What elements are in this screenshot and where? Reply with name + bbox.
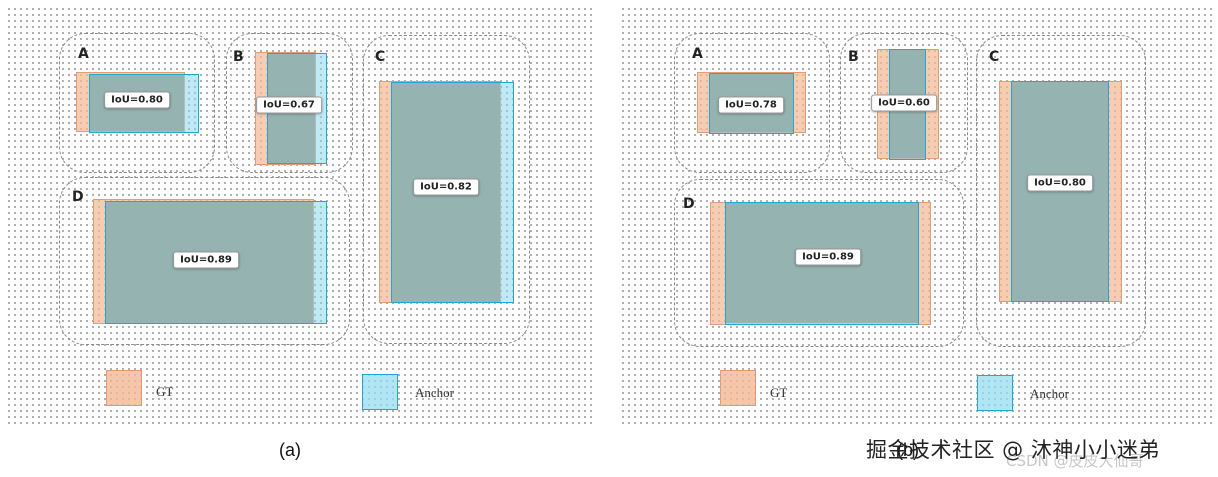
- legend-gt-swatch: [720, 370, 756, 406]
- group-b-region: [226, 33, 353, 173]
- iou-label-b: IoU=0.67: [256, 96, 322, 114]
- iou-label-d: IoU=0.89: [795, 248, 861, 266]
- group-d-region: [59, 177, 350, 345]
- iou-label-a: IoU=0.80: [104, 91, 170, 109]
- overlap-region-c: [1012, 82, 1108, 301]
- panel-b: A IoU=0.78 B IoU=0.60 C IoU=0.80 D IoU=0…: [620, 6, 1214, 426]
- group-d-label: D: [683, 196, 695, 212]
- legend-anchor-label: Anchor: [1030, 386, 1069, 401]
- legend-anchor-label: Anchor: [415, 385, 454, 400]
- watermark-main: 掘金技术社区 @ 沐神小小迷弟: [866, 438, 1160, 462]
- caption-a: (a): [279, 440, 301, 460]
- watermark-sub: CSDN @皮皮大仙哥: [1006, 452, 1144, 470]
- group-a-label: A: [692, 46, 703, 62]
- legend-gt-label: GT: [156, 384, 174, 399]
- iou-label-c: IoU=0.80: [1027, 174, 1093, 192]
- group-c-label: C: [375, 49, 386, 65]
- legend-anchor-swatch: [977, 375, 1013, 411]
- iou-label-b: IoU=0.60: [871, 94, 937, 112]
- legend-gt-swatch: [106, 370, 142, 406]
- caption-b: (b): [897, 440, 919, 460]
- group-c-region: [363, 35, 530, 344]
- group-d-label: D: [72, 189, 84, 205]
- panel-a: A IoU=0.80 B IoU=0.67 C IoU=0.82 D IoU=0…: [6, 6, 592, 426]
- group-b-region: [840, 33, 968, 173]
- group-a-label: A: [78, 46, 89, 62]
- group-a-region: [59, 33, 215, 173]
- iou-label-c: IoU=0.82: [413, 178, 479, 196]
- legend-anchor-swatch: [362, 374, 398, 410]
- group-d-region: [674, 179, 964, 347]
- group-c-region: [976, 35, 1146, 347]
- group-b-label: B: [848, 49, 859, 65]
- group-c-label: C: [989, 49, 1000, 65]
- iou-label-a: IoU=0.78: [718, 96, 784, 114]
- group-a-region: [674, 33, 830, 173]
- legend-gt-label: GT: [770, 385, 788, 400]
- iou-label-d: IoU=0.89: [173, 251, 239, 269]
- group-b-label: B: [233, 49, 244, 65]
